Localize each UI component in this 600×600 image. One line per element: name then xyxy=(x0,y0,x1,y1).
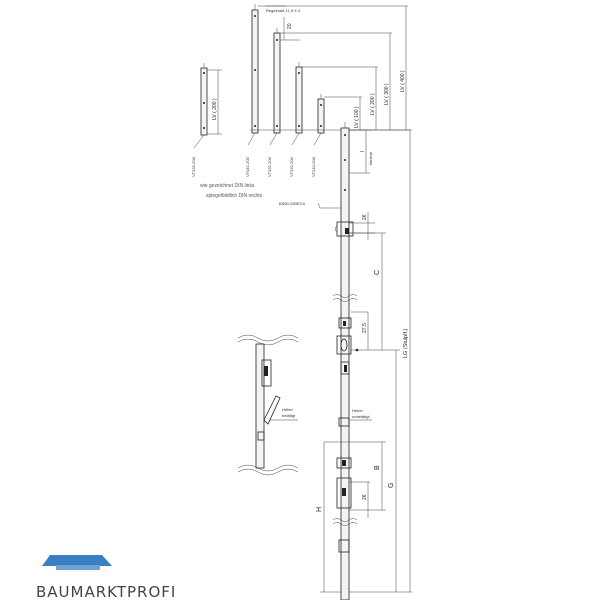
dim-27-5: 27,5 xyxy=(362,323,368,333)
model-label: BS60-280EGX xyxy=(279,201,306,206)
logo-roof-icon xyxy=(42,555,112,566)
dim-26-top: 26 xyxy=(362,214,368,220)
rod-vt032 xyxy=(273,32,281,134)
detail-view-hebel: Hebel betätigt xyxy=(237,334,299,476)
note-din-rechts: spiegelbildlich DIN rechts xyxy=(206,193,263,199)
kuerzbar-l: l xyxy=(360,151,366,152)
rod-group-right: Regelmaß 11,5 X 4 20 LV ( 400 ) LV ( 300… xyxy=(245,4,410,177)
rod-code-vt010: VT010-200 xyxy=(311,156,316,177)
length-label-200: LV ( 200 ) xyxy=(370,93,376,115)
kuerzbar-label: kürzbar xyxy=(368,151,373,165)
rod-code-vt032: VT032-200 xyxy=(267,156,272,177)
main-lock-bar: l kürzbar BS60-280EGX 26 C 27,5 xyxy=(279,122,412,600)
rod-code-vt022: VT022-200 xyxy=(289,156,294,177)
lg-label: LG (Stulplf.) xyxy=(403,328,409,358)
rod-vt022 xyxy=(295,66,303,134)
rod-code-vt033: VT033-200 xyxy=(191,156,196,177)
stulp-bar xyxy=(340,127,350,600)
hebel-right-state: unbetätigt xyxy=(352,414,370,419)
rod-vt042 xyxy=(251,9,259,134)
rod-vt033 xyxy=(200,67,208,136)
rod-code-vt042: VT042-200 xyxy=(245,156,250,177)
rod-group-left: LV ( 200 ) VT033-200 xyxy=(191,63,222,177)
dim-h: H xyxy=(316,507,323,512)
length-label-100: LV ( 100 ) xyxy=(354,106,360,128)
dim-26-bottom: 26 xyxy=(362,494,368,500)
length-label-300: LV ( 300 ) xyxy=(384,83,390,105)
hebel-right: Hebel xyxy=(352,408,363,413)
baumarktprofi-logo: BAUMARKTPROFI xyxy=(36,555,176,600)
regelmass-label: Regelmaß 11,5 X 4 xyxy=(266,8,301,13)
logo-text: BAUMARKTPROFI xyxy=(36,583,176,600)
detail-bar xyxy=(255,343,265,469)
dim-c: C xyxy=(374,270,381,275)
dim-g: G xyxy=(388,483,395,488)
hebel-left: Hebel xyxy=(282,407,293,412)
lever xyxy=(263,395,281,425)
length-label-400: LV ( 400 ) xyxy=(400,70,406,92)
length-label-left: LV ( 200 ) xyxy=(212,98,218,120)
note-din-links: wie gezeichnet DIN links xyxy=(200,183,255,189)
offset-20: 20 xyxy=(287,23,293,29)
hebel-left-state: betätigt xyxy=(282,413,296,418)
dim-b: B xyxy=(374,465,381,470)
